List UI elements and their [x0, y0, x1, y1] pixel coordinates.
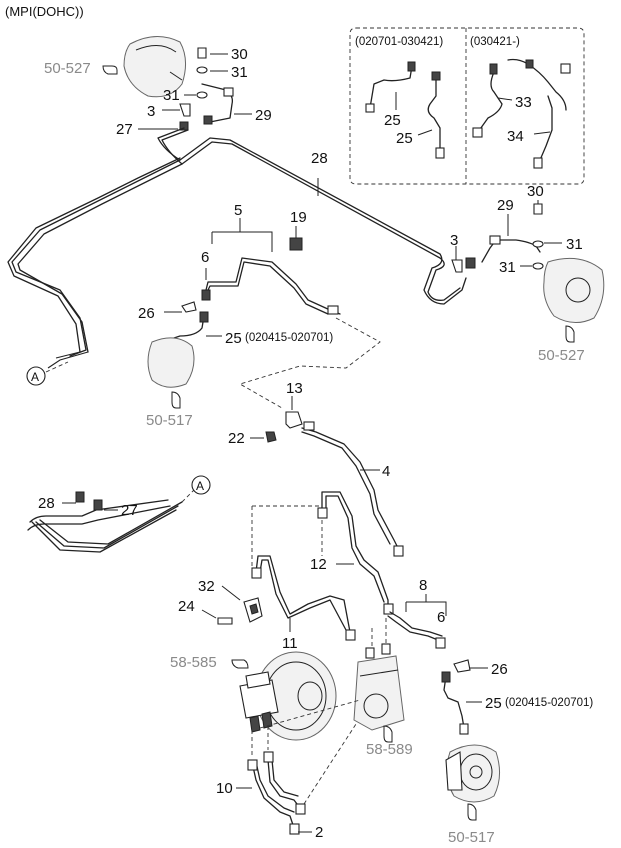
inset-hose-34 — [539, 95, 553, 161]
nut-22 — [265, 431, 277, 443]
clip-19 — [289, 237, 303, 251]
hose-25-right — [443, 675, 465, 729]
label-29-top: 29 — [255, 107, 272, 124]
label-28: 28 — [311, 150, 328, 167]
label-33: 33 — [515, 94, 532, 111]
label-25-right: 25 — [485, 695, 502, 712]
inset-range-right: (030421-) — [470, 36, 520, 48]
abs-unit-body — [353, 655, 405, 731]
hand-pointer-icon-right — [565, 325, 575, 343]
clip-26-top — [181, 301, 197, 313]
label-30-right: 30 — [527, 183, 544, 200]
label-27-rear: 27 — [121, 502, 138, 519]
label-22: 22 — [228, 430, 245, 447]
bolt-icon — [197, 47, 207, 59]
label-25-top: 25 — [225, 330, 242, 347]
clip-26-right — [453, 659, 471, 673]
brake-line-10-2: 10 2 — [216, 723, 357, 841]
label-2: 2 — [315, 824, 323, 841]
brake-line-12: 12 — [252, 491, 394, 615]
brake-line-4: 13 22 4 — [228, 380, 404, 557]
hose-25-top — [163, 315, 205, 357]
label-29-right: 29 — [497, 197, 514, 214]
hand-pointer-icon-589 — [383, 725, 393, 743]
brake-pipe-28: 28 — [7, 127, 467, 369]
label-28-rear: 28 — [38, 495, 55, 512]
brake-line-5: 5 6 19 — [201, 202, 341, 315]
label-6-right: 6 — [437, 609, 445, 626]
connector-a-top — [26, 366, 46, 386]
washer-icon — [196, 66, 208, 74]
label-27-top: 27 — [116, 121, 133, 138]
label-31-top: 31 — [231, 64, 248, 81]
clip-3-left — [179, 103, 191, 117]
front-left-assembly: 50-527 30 31 31 29 3 27 — [44, 36, 272, 138]
ref-50-527-right: 50-527 — [538, 347, 585, 364]
label-11: 11 — [282, 635, 298, 652]
dust-shield-front-right — [543, 257, 605, 323]
label-31-right-a: 31 — [566, 236, 583, 253]
label-26-top: 26 — [138, 305, 155, 322]
bolt-24 — [217, 617, 233, 625]
diagram-header: (MPI(DOHC)) — [5, 4, 84, 19]
dust-shield-front-left-lower — [147, 337, 195, 388]
label-13: 13 — [286, 380, 303, 397]
brake-line-8: 8 6 — [387, 577, 447, 649]
inset-hose-25-lower — [427, 75, 441, 153]
front-right-assembly: 30 29 31 31 3 50-527 — [450, 183, 605, 364]
brake-booster: 58-585 — [170, 651, 337, 741]
label-25-inset-b: 25 — [396, 130, 413, 147]
block-13 — [285, 411, 303, 429]
label-4: 4 — [382, 463, 390, 480]
label-34: 34 — [507, 128, 524, 145]
ref-50-527-top: 50-527 — [44, 60, 91, 77]
ref-58-589: 58-589 — [366, 741, 413, 758]
hand-pointer-icon — [102, 65, 118, 75]
hand-pointer-icon-bottom — [467, 803, 477, 821]
connector-a-rear — [191, 475, 211, 495]
ref-50-517-bottom: 50-517 — [448, 829, 495, 846]
rear-right-assembly: 26 25 (020415-020701) 50-517 — [441, 659, 593, 846]
bolt-30-right — [533, 203, 543, 215]
ref-58-585: 58-585 — [170, 654, 217, 671]
label-26-right: 26 — [491, 661, 508, 678]
label-6-top: 6 — [201, 249, 209, 266]
label-8: 8 — [419, 577, 427, 594]
label-12: 12 — [310, 556, 327, 573]
inset-hose-33 — [477, 71, 503, 133]
connector-a-top-label: A — [31, 370, 39, 384]
inset-range-left: (020701-030421) — [355, 36, 443, 48]
inset-box-group: (020701-030421) (030421-) 25 25 33 34 — [349, 27, 585, 185]
rear-pipe-bundle: 28 27 A — [27, 475, 211, 553]
label-10: 10 — [216, 780, 233, 797]
label-19: 19 — [290, 209, 307, 226]
clip-3-right — [451, 259, 463, 273]
abs-hydraulic-unit: 58-589 — [259, 618, 413, 758]
label-30-top: 30 — [231, 46, 248, 63]
inset-hose-25-upper — [369, 65, 413, 109]
label-3-top: 3 — [147, 103, 155, 120]
label-25-inset-a: 25 — [384, 112, 401, 129]
label-5: 5 — [234, 202, 242, 219]
label-32: 32 — [198, 578, 215, 595]
ref-50-517-top: 50-517 — [146, 412, 193, 429]
hand-pointer-icon-585 — [231, 659, 249, 669]
label-24: 24 — [178, 598, 195, 615]
inset-box-outline — [349, 27, 585, 185]
label-31-mid: 31 — [163, 87, 180, 104]
note-25-right: (020415-020701) — [505, 697, 593, 709]
front-left-lower: 26 25 (020415-020701) 50-517 — [138, 301, 333, 429]
label-3-right: 3 — [450, 232, 458, 249]
note-25-top: (020415-020701) — [245, 332, 333, 344]
brake-line-11: 11 32 24 — [178, 506, 356, 652]
hand-pointer-icon-517 — [171, 391, 181, 409]
connector-a-rear-label: A — [196, 479, 204, 493]
label-31-right-b: 31 — [499, 259, 516, 276]
dust-shield-front-left — [123, 36, 186, 98]
